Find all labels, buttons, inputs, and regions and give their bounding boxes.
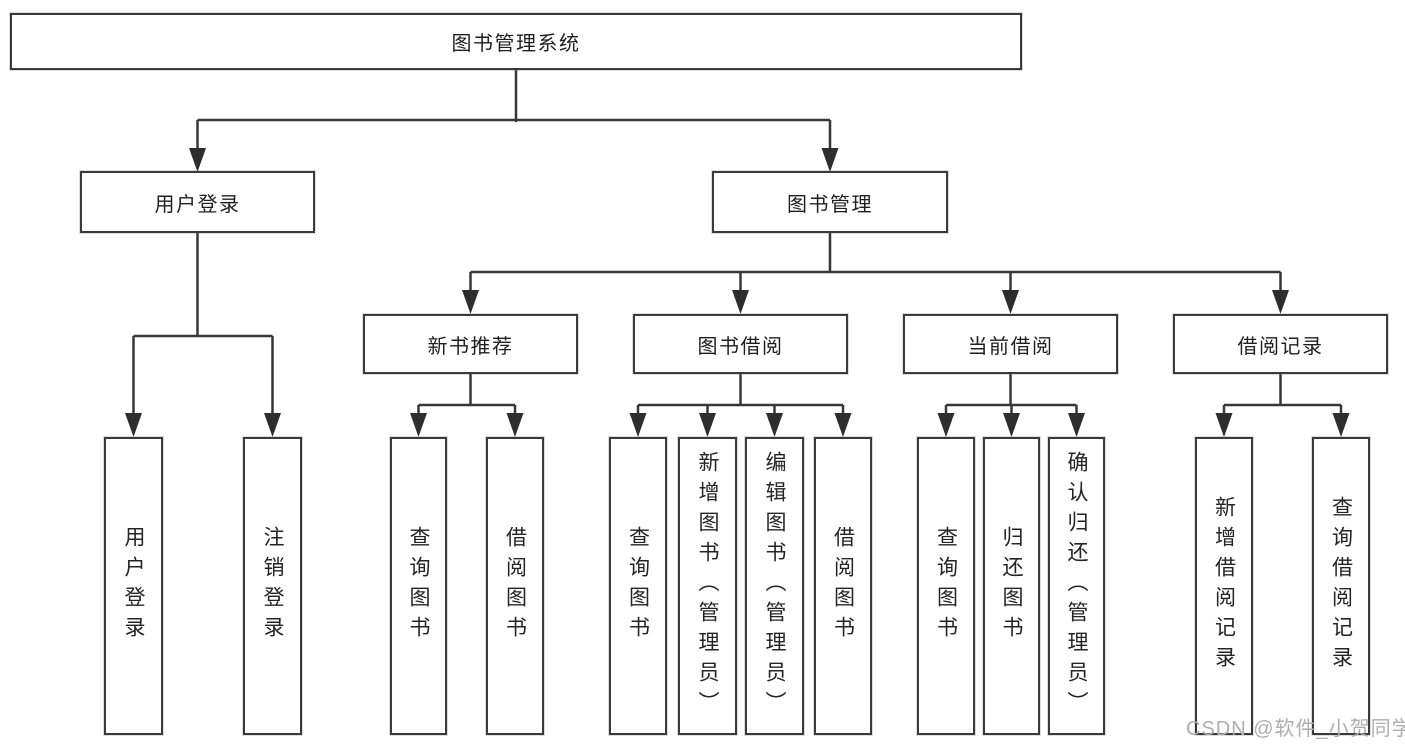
leaf-add-book-admin: 新增图书（管理员）: [678, 437, 737, 735]
leaf-query-borrow-record-label: 查询借阅记录: [1329, 496, 1353, 676]
leaf-borrow-book-recommend: 借阅图书: [486, 437, 544, 735]
leaf-edit-book-admin-label: 编辑图书（管理员）: [763, 451, 786, 721]
csdn-watermark: CSDN @软件_小贺同学: [1186, 718, 1405, 740]
leaf-return-book: 归还图书: [983, 437, 1040, 735]
leaf-query-borrow-record: 查询借阅记录: [1312, 437, 1370, 735]
leaf-query-book-recommend: 查询图书: [390, 437, 447, 735]
node-book-borrow: 图书借阅: [633, 314, 848, 374]
leaf-confirm-return-admin: 确认归还（管理员）: [1048, 437, 1105, 735]
leaf-edit-book-admin: 编辑图书（管理员）: [745, 437, 804, 735]
leaf-query-book-borrow-label: 查询图书: [626, 526, 650, 646]
leaf-logout-login: 注销登录: [243, 437, 302, 735]
leaf-query-book-current-label: 查询图书: [934, 526, 958, 646]
node-current-borrow: 当前借阅: [903, 314, 1118, 374]
leaf-add-book-admin-label: 新增图书（管理员）: [696, 451, 719, 721]
leaf-logout-login-label: 注销登录: [261, 526, 284, 646]
leaf-add-borrow-record: 新增借阅记录: [1195, 437, 1253, 735]
leaf-user-login-label: 用户登录: [122, 526, 145, 646]
leaf-borrow-book-recommend-label: 借阅图书: [503, 526, 527, 646]
node-user-login: 用户登录: [80, 171, 315, 233]
node-library-management-system: 图书管理系统: [10, 13, 1022, 70]
node-new-book-recommend: 新书推荐: [363, 314, 578, 374]
node-book-management: 图书管理: [712, 171, 948, 233]
leaf-user-login: 用户登录: [104, 437, 163, 735]
leaf-borrow-book: 借阅图书: [814, 437, 872, 735]
leaf-return-book-label: 归还图书: [1000, 526, 1023, 646]
node-borrow-record: 借阅记录: [1173, 314, 1388, 374]
leaf-add-borrow-record-label: 新增借阅记录: [1212, 496, 1236, 676]
leaf-query-book-recommend-label: 查询图书: [407, 526, 430, 646]
leaf-borrow-book-label: 借阅图书: [831, 526, 855, 646]
leaf-query-book-current: 查询图书: [917, 437, 975, 735]
leaf-query-book-borrow: 查询图书: [609, 437, 667, 735]
leaf-confirm-return-admin-label: 确认归还（管理员）: [1065, 451, 1088, 721]
